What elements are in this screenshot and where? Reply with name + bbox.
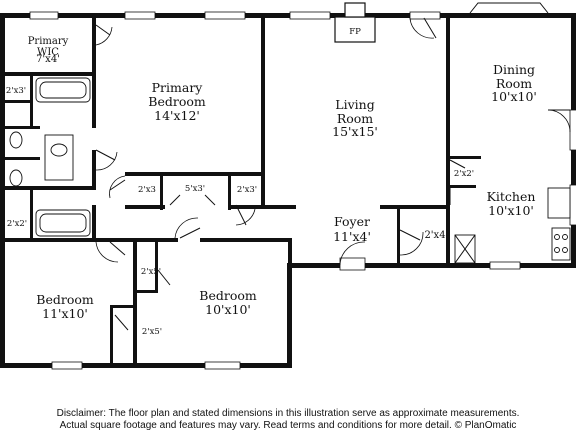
bedroom-left-name: Bedroom bbox=[36, 292, 94, 307]
primary-bedroom-dims: 14'x12' bbox=[154, 108, 200, 123]
bedroom-center-dims: 10'x10' bbox=[205, 302, 251, 317]
closet-labels: 2'x3' 2'x2' 2'x3 5'x3' 2'x3' 2'x2' 2'x4 … bbox=[6, 86, 474, 337]
closet-kitchen-label: 2'x2' bbox=[454, 169, 474, 179]
fireplace: FP bbox=[334, 2, 376, 43]
closet-hall-c-label: 2'x3' bbox=[237, 185, 257, 195]
disclaimer-line-1: Disclaimer: The floor plan and stated di… bbox=[56, 408, 520, 419]
closet-bedroom-a-label: 2'x5' bbox=[141, 267, 161, 277]
foyer-name: Foyer bbox=[334, 214, 370, 229]
living-room-dims: 15'x15' bbox=[332, 124, 378, 139]
closet-hall-b-label: 5'x3' bbox=[185, 184, 205, 194]
kitchen-name: Kitchen bbox=[487, 189, 536, 204]
closet-hall-a-label: 2'x3 bbox=[138, 185, 156, 195]
foyer-dims: 11'x4' bbox=[333, 229, 371, 244]
primary-wic-dims: 7'x4' bbox=[36, 54, 60, 65]
closet-foyer-label: 2'x4 bbox=[424, 230, 445, 241]
bedroom-left-dims: 11'x10' bbox=[42, 306, 88, 321]
fireplace-label: FP bbox=[349, 27, 361, 37]
bath-fixtures bbox=[9, 77, 91, 237]
kitchen-dims: 10'x10' bbox=[488, 203, 534, 218]
kitchen-fixtures bbox=[449, 187, 571, 264]
interior-walls bbox=[0, 13, 481, 368]
dining-room-dims: 10'x10' bbox=[491, 89, 537, 104]
windows bbox=[29, 2, 576, 370]
closet-bedroom-b-label: 2'x5' bbox=[142, 327, 162, 337]
bedroom-center-name: Bedroom bbox=[199, 288, 257, 303]
doors bbox=[95, 17, 571, 331]
disclaimer-line-2: Actual square footage and features may v… bbox=[59, 420, 517, 431]
closet-bath-bottom-label: 2'x2' bbox=[7, 219, 27, 229]
closet-bath-top-label: 2'x3' bbox=[6, 86, 26, 96]
